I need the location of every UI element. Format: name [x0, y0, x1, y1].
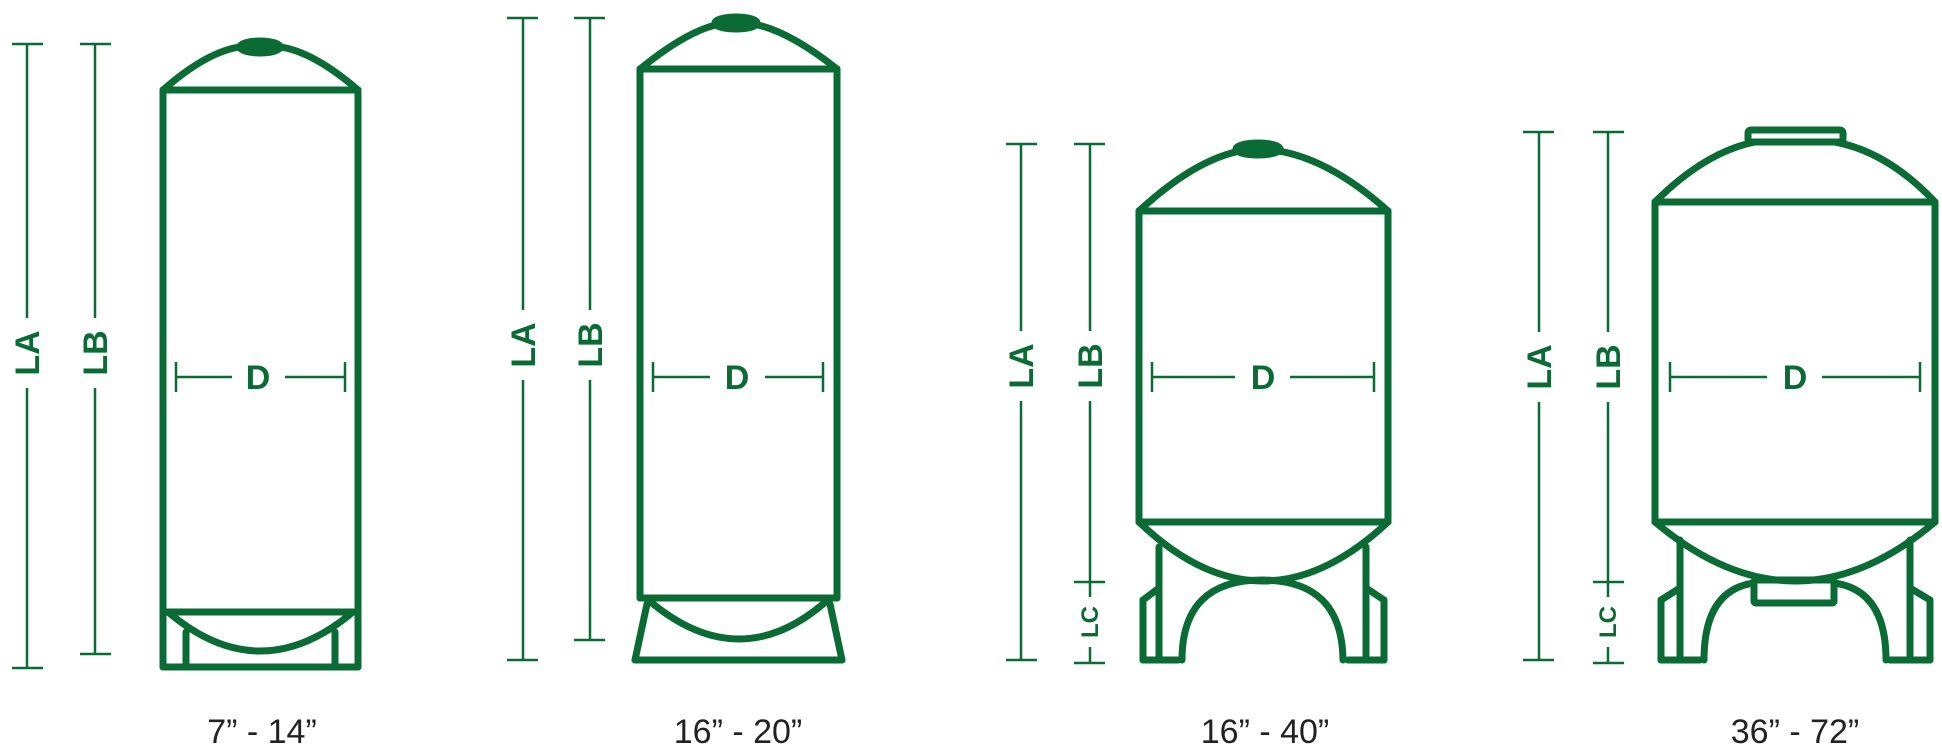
dimension-la-vessel-3: LA: [1003, 142, 1041, 662]
caption-vessel-1: 7” - 14”: [207, 713, 317, 751]
d-label: D: [725, 359, 750, 397]
la-label: LA: [9, 330, 47, 375]
lb-label: LB: [77, 330, 115, 375]
lc-label: LC: [1077, 606, 1104, 638]
la-label: LA: [1003, 343, 1041, 388]
vessel-group-16-20: LA LB D: [505, 13, 846, 664]
vessel-body-7-14: [159, 37, 362, 671]
lb-label: LB: [1590, 344, 1628, 389]
d-label: D: [1783, 359, 1808, 397]
caption-vessel-3: 16” - 40”: [1200, 713, 1330, 751]
vessel-body-16-20: [631, 13, 846, 664]
dimension-d-vessel-2: D: [651, 359, 825, 397]
d-label: D: [246, 359, 271, 397]
dimension-la-vessel-1: LA: [9, 42, 47, 670]
dimension-lb-vessel-1: LB: [77, 42, 115, 656]
d-label: D: [1251, 359, 1276, 397]
vessel-group-7-14: LA LB D: [9, 37, 362, 671]
la-label: LA: [505, 322, 543, 367]
vessel-group-36-72: LA LB LC: [1521, 126, 1939, 665]
dimension-lc-vessel-4: LC: [1593, 582, 1624, 665]
dimension-d-vessel-3: D: [1150, 359, 1376, 397]
vessel-body-36-72: [1651, 126, 1939, 664]
caption-vessel-4: 36” - 72”: [1730, 713, 1860, 751]
dimension-lb-vessel-4: LB: [1590, 130, 1628, 584]
vessel-group-16-40: LA LB LC: [1003, 139, 1392, 665]
vessel-body-16-40: [1135, 139, 1392, 664]
dimension-lb-vessel-2: LB: [572, 16, 610, 642]
dimension-lc-vessel-3: LC: [1074, 582, 1105, 665]
dimension-lb-vessel-3: LB: [1072, 142, 1110, 584]
dimension-la-vessel-2: LA: [505, 16, 543, 662]
lc-label: LC: [1595, 606, 1622, 638]
caption-vessel-2: 16” - 20”: [673, 713, 803, 751]
lb-label: LB: [572, 322, 610, 367]
dimension-la-vessel-4: LA: [1521, 130, 1559, 662]
lb-label: LB: [1072, 343, 1110, 388]
dimension-d-vessel-4: D: [1668, 359, 1922, 397]
dimension-d-vessel-1: D: [174, 359, 347, 397]
la-label: LA: [1521, 344, 1559, 389]
